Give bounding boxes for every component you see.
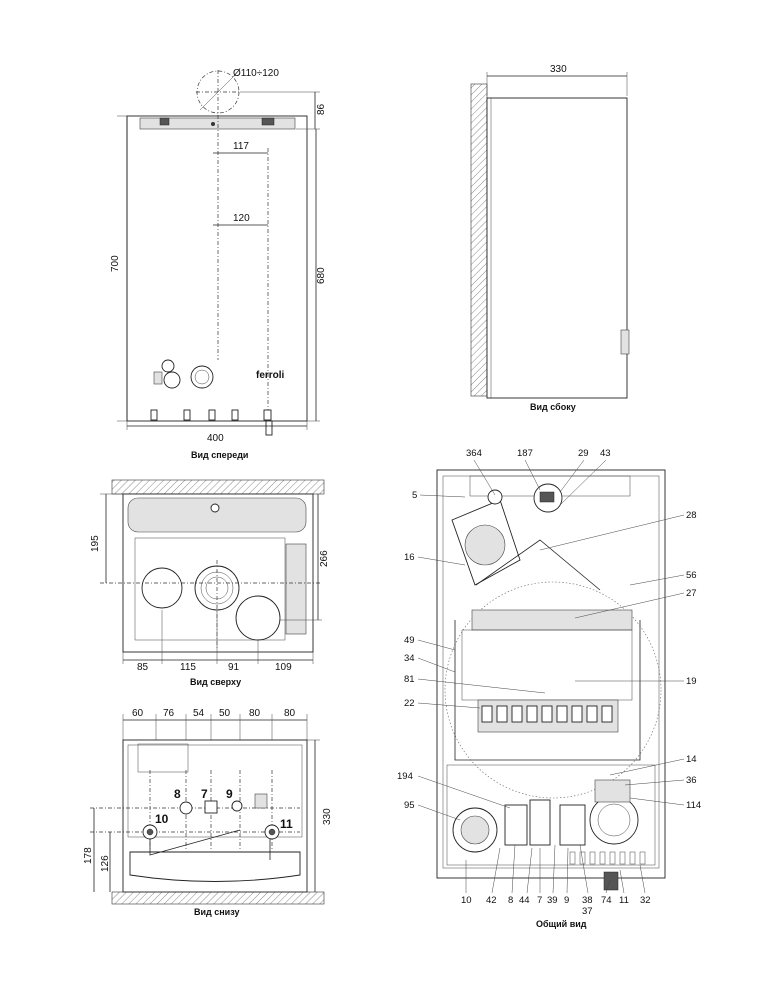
label-11: 11: [619, 895, 629, 906]
caption-side-view: Вид сбоку: [530, 402, 576, 412]
label-36: 36: [686, 775, 697, 786]
dim-126: 126: [100, 855, 111, 872]
dim-80a: 80: [249, 708, 261, 719]
bottom-grille: [569, 851, 646, 865]
label-29: 29: [578, 448, 589, 459]
top-view: 195 266 85 115 91 109 Вид сверху: [90, 479, 330, 687]
dim-266: 266: [319, 550, 330, 567]
general-view: 364 187 29 43 5 16 49 34 81 22 194 95 28…: [397, 448, 701, 929]
dim-top-86: 86: [316, 103, 327, 115]
dim-depth-330: 330: [550, 64, 567, 75]
dim-700: 700: [110, 255, 121, 272]
label-19: 19: [686, 676, 697, 687]
dim-flue-diameter: Ø110÷120: [233, 68, 279, 79]
dim-330-bottom: 330: [322, 808, 333, 825]
label-43: 43: [600, 448, 611, 459]
label-42: 42: [486, 895, 497, 906]
dim-195: 195: [90, 535, 101, 552]
dim-80b: 80: [284, 708, 296, 719]
label-5: 5: [412, 490, 417, 501]
label-9: 9: [564, 895, 569, 906]
label-81: 81: [404, 674, 415, 685]
label-37: 37: [582, 906, 593, 917]
label-10: 10: [461, 895, 472, 906]
front-connectors: [150, 409, 273, 436]
dim-76: 76: [163, 708, 175, 719]
dim-54: 54: [193, 708, 205, 719]
caption-bottom-view: Вид снизу: [194, 907, 239, 917]
conn-label-11: 11: [280, 817, 293, 831]
label-56: 56: [686, 570, 697, 581]
dim-117: 117: [233, 141, 249, 152]
conn-label-9: 9: [226, 787, 233, 801]
label-44: 44: [519, 895, 530, 906]
dim-50: 50: [219, 708, 231, 719]
label-8: 8: [508, 895, 513, 906]
label-7: 7: [537, 895, 542, 906]
label-28: 28: [686, 510, 697, 521]
dim-400: 400: [207, 433, 224, 444]
label-74: 74: [601, 895, 612, 906]
label-39: 39: [547, 895, 558, 906]
front-view: Ø110÷120 86 117 120 ferroli: [110, 68, 327, 460]
label-114: 114: [686, 800, 701, 811]
dim-120: 120: [233, 213, 250, 224]
label-364: 364: [466, 448, 482, 459]
label-95: 95: [404, 800, 415, 811]
label-32: 32: [640, 895, 651, 906]
dim-109: 109: [275, 662, 292, 673]
label-187: 187: [517, 448, 533, 459]
dim-680: 680: [316, 267, 327, 284]
caption-front-view: Вид спереди: [191, 450, 248, 460]
caption-general-view: Общий вид: [536, 919, 587, 929]
dim-60: 60: [132, 708, 144, 719]
bottom-view: 60 76 54 50 80 80 8 7 9 10 11: [83, 708, 333, 917]
conn-label-10: 10: [155, 812, 169, 826]
dim-178: 178: [83, 847, 94, 864]
label-22: 22: [404, 698, 415, 709]
label-49: 49: [404, 635, 415, 646]
conn-label-8: 8: [174, 787, 181, 801]
logo: ferroli: [256, 370, 285, 381]
dim-115: 115: [180, 662, 196, 673]
burner-nozzles: [481, 705, 613, 723]
label-27: 27: [686, 588, 697, 599]
label-194: 194: [397, 771, 413, 782]
label-38: 38: [582, 895, 593, 906]
dim-91: 91: [228, 662, 240, 673]
label-34: 34: [404, 653, 415, 664]
label-16: 16: [404, 552, 415, 563]
label-14: 14: [686, 754, 697, 765]
dim-85: 85: [137, 662, 149, 673]
conn-label-7: 7: [201, 787, 208, 801]
caption-top-view: Вид сверху: [190, 677, 241, 687]
side-view: 330 Вид сбоку: [470, 64, 630, 412]
